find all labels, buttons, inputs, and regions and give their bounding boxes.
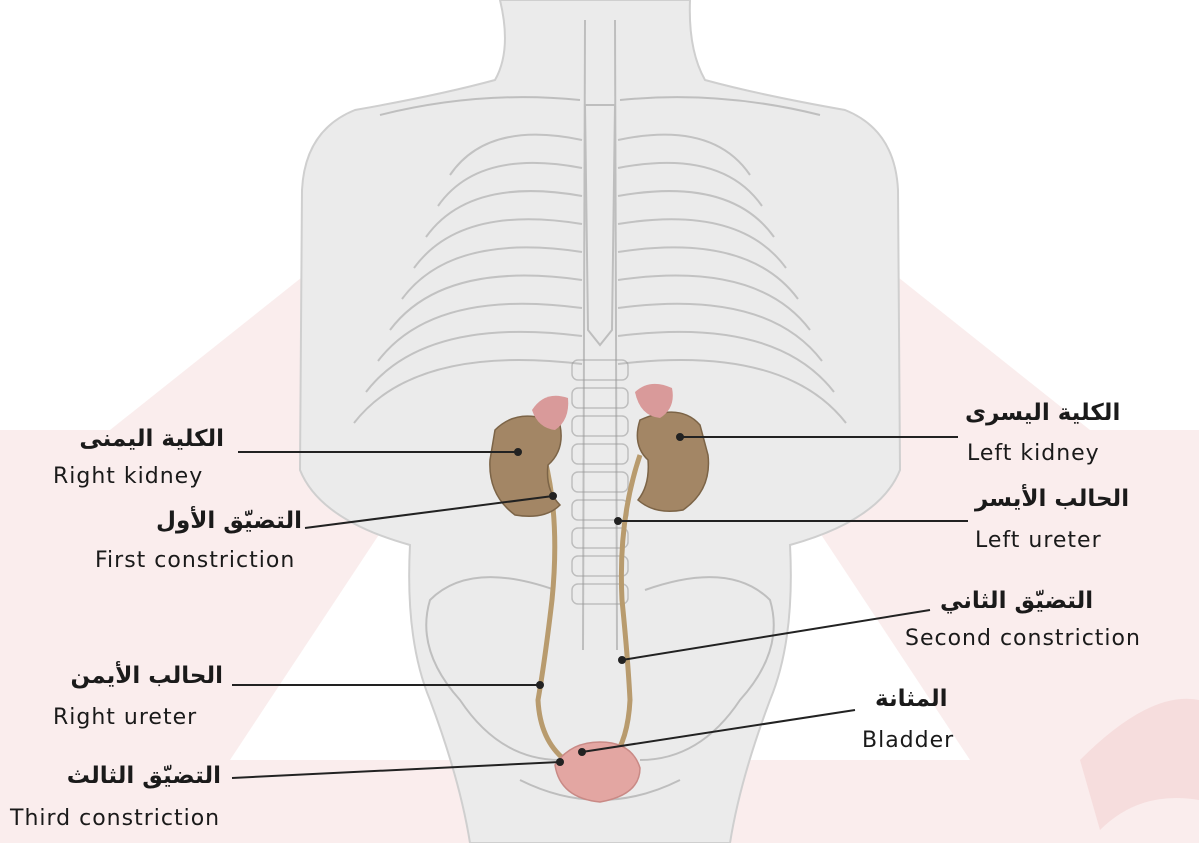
label-first-constriction-ar: التضيّق الأول	[156, 510, 302, 533]
pointer-first-constriction	[550, 493, 556, 499]
label-right-ureter-en: Right ureter	[53, 707, 197, 729]
label-right-kidney-en: Right kidney	[53, 466, 203, 488]
label-first-constriction-en: First constriction	[95, 550, 295, 572]
pointer-left-ureter	[615, 518, 621, 524]
label-right-ureter-ar: الحالب الأيمن	[71, 665, 224, 688]
pointer-right-ureter	[537, 682, 543, 688]
label-left-kidney-ar: الكلية اليسرى	[965, 402, 1120, 425]
label-bladder-en: Bladder	[862, 730, 954, 752]
label-left-ureter-ar: الحالب الأيسر	[975, 488, 1129, 511]
pointer-third-constriction	[557, 759, 563, 765]
label-second-constriction-en: Second constriction	[905, 628, 1141, 650]
pointer-right-kidney	[515, 449, 521, 455]
label-right-kidney-ar: الكلية اليمنى	[79, 428, 224, 451]
label-third-constriction-ar: التضيّق الثالث	[67, 765, 221, 788]
label-left-ureter-en: Left ureter	[975, 530, 1102, 552]
left-kidney-shape	[637, 412, 708, 511]
pointer-bladder	[579, 749, 585, 755]
label-third-constriction-en: Third constriction	[10, 808, 220, 830]
pointer-second-constriction	[619, 657, 625, 663]
label-second-constriction-ar: التضيّق الثاني	[940, 590, 1093, 613]
label-bladder-ar: المثانة	[875, 688, 948, 711]
pointer-left-kidney	[677, 434, 683, 440]
label-left-kidney-en: Left kidney	[967, 443, 1100, 465]
